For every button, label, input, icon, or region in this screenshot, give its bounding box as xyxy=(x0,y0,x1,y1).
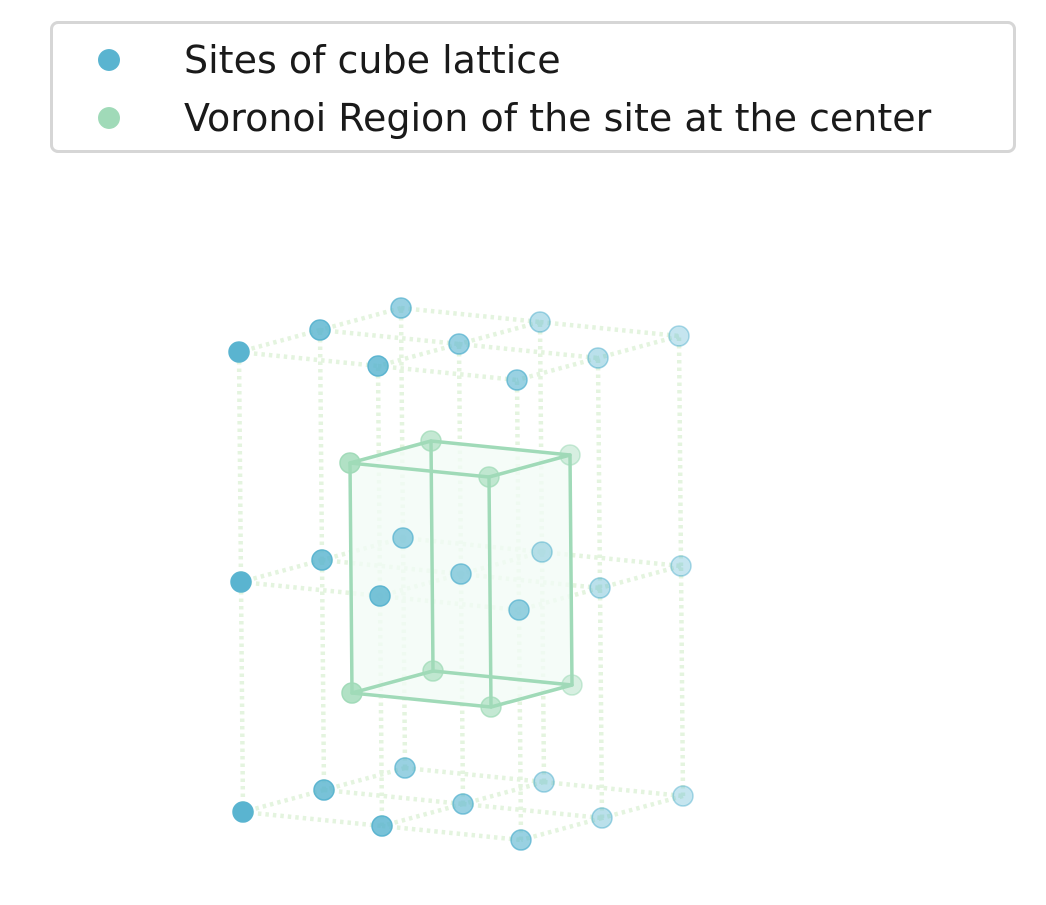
lattice-site-point xyxy=(508,599,530,621)
lattice-site-point xyxy=(367,355,389,377)
lattice-edge xyxy=(319,559,327,791)
voronoi-edge xyxy=(487,453,572,479)
lattice-edge xyxy=(317,329,325,561)
lattice-edge xyxy=(319,327,460,347)
lattice-edge xyxy=(462,779,545,807)
lattice-edge xyxy=(240,579,381,599)
lattice-edge xyxy=(404,765,545,785)
voronoi-face xyxy=(350,463,491,707)
lattice-edge xyxy=(597,587,605,819)
lattice-edge xyxy=(601,793,684,821)
lattice-site-point xyxy=(587,347,609,369)
voronoi-edge xyxy=(429,439,435,673)
voronoi-vertex-point xyxy=(561,674,583,696)
voronoi-edge xyxy=(348,439,433,465)
lattice-site-point xyxy=(533,771,555,793)
voronoi-vertex-point xyxy=(341,682,363,704)
lattice-edge xyxy=(238,349,379,369)
lattice-site-point xyxy=(394,757,416,779)
legend-label-lattice-sites: Sites of cube lattice xyxy=(184,38,561,82)
lattice-site-point xyxy=(371,815,393,837)
legend-marker-voronoi-region xyxy=(98,107,120,129)
voronoi-region-edges xyxy=(348,439,574,709)
lattice-site-point xyxy=(311,549,333,571)
lattice-edge xyxy=(242,787,325,815)
lattice-edge xyxy=(381,823,522,843)
lattice-site-point xyxy=(313,779,335,801)
lattice-edge xyxy=(516,609,524,841)
voronoi-edge xyxy=(348,461,491,479)
lattice-edge xyxy=(242,809,383,829)
lattice-site-point xyxy=(668,325,690,347)
lattice-edge xyxy=(599,563,682,591)
lattice-edge xyxy=(543,779,684,799)
legend-marker-lattice-sites xyxy=(98,49,120,71)
lattice-site-point xyxy=(309,319,331,341)
voronoi-edge xyxy=(568,453,574,687)
voronoi-vertex-point xyxy=(420,430,442,452)
lattice-site-point xyxy=(448,333,470,355)
voronoi-edge xyxy=(487,475,493,709)
lattice-edge xyxy=(238,581,246,813)
lattice-site-point xyxy=(369,585,391,607)
voronoi-edge xyxy=(350,669,435,695)
lattice-edge xyxy=(678,565,686,797)
lattice-site-point xyxy=(390,297,412,319)
lattice-site-point xyxy=(452,793,474,815)
lattice-edge xyxy=(676,335,684,567)
lattice-site-point xyxy=(450,563,472,585)
lattice-site-point xyxy=(670,555,692,577)
lattice-site-point xyxy=(672,785,694,807)
lattice-site-point xyxy=(510,829,532,851)
voronoi-vertex-point xyxy=(339,452,361,474)
voronoi-edge xyxy=(489,683,574,709)
lattice-edge xyxy=(539,319,680,339)
lattice-edge xyxy=(377,341,460,369)
lattice-site-point xyxy=(589,577,611,599)
voronoi-edge xyxy=(348,461,354,695)
lattice-edge xyxy=(458,319,541,347)
lattice-edge xyxy=(319,305,402,333)
lattice-edge xyxy=(321,535,404,563)
lattice-site-point xyxy=(392,527,414,549)
lattice-edge xyxy=(516,355,599,383)
voronoi-vertex-point xyxy=(559,444,581,466)
plot-points xyxy=(228,297,694,851)
lattice-edge xyxy=(597,333,680,361)
voronoi-edge xyxy=(350,691,493,709)
lattice-edge xyxy=(377,595,385,827)
voronoi-vertex-point xyxy=(478,466,500,488)
voronoi-vertex-point xyxy=(480,696,502,718)
lattice-edge xyxy=(238,327,321,355)
voronoi-vertex-point xyxy=(422,660,444,682)
lattice-edge xyxy=(595,357,603,589)
lattice-site-point xyxy=(228,341,250,363)
lattice-site-point xyxy=(506,369,528,391)
lattice-edge xyxy=(520,815,603,843)
lattice-site-point xyxy=(529,311,551,333)
lattice-site-point xyxy=(531,541,553,563)
legend: Sites of cube lattice Voronoi Region of … xyxy=(50,21,1016,153)
lattice-edge xyxy=(377,363,518,383)
lattice-edge xyxy=(400,305,541,325)
legend-label-voronoi-region: Voronoi Region of the site at the center xyxy=(184,96,932,140)
lattice-edge xyxy=(323,787,464,807)
lattice-edge xyxy=(462,801,603,821)
voronoi-edge xyxy=(431,669,574,687)
lattice-edge xyxy=(458,341,599,361)
lattice-edge xyxy=(236,351,244,583)
lattice-edge xyxy=(240,557,323,585)
lattice-site-point xyxy=(230,571,252,593)
lattice-edge xyxy=(381,801,464,829)
lattice-site-point xyxy=(232,801,254,823)
lattice-edge xyxy=(323,765,406,793)
lattice-site-point xyxy=(591,807,613,829)
voronoi-edge xyxy=(429,439,572,457)
